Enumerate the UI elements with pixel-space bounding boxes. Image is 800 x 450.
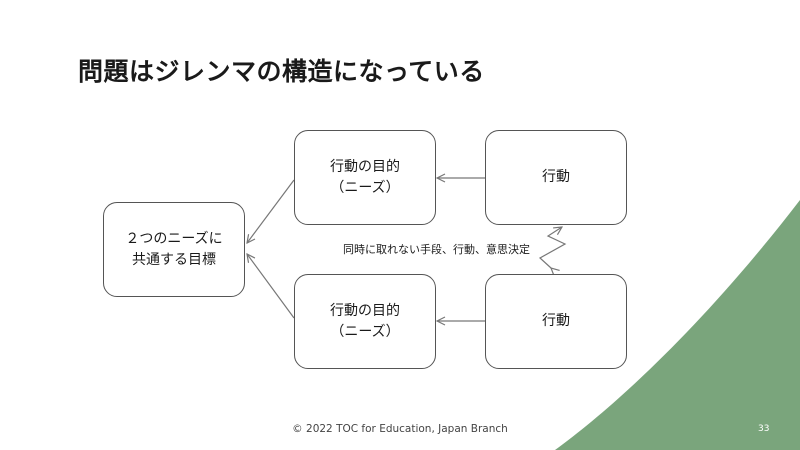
- need-box-top: 行動の目的 （ニーズ）: [294, 130, 436, 225]
- action-top-label: 行動: [542, 169, 570, 185]
- need-top-line-1: 行動の目的: [330, 158, 400, 175]
- conflict-label: 同時に取れない手段、行動、意思決定: [343, 243, 530, 256]
- page-number: 33: [758, 424, 770, 434]
- arrow-need-top-to-goal: [247, 179, 295, 243]
- need-box-bottom: 行動の目的 （ニーズ）: [294, 274, 436, 369]
- page-title: 問題はジレンマの構造になっている: [78, 57, 485, 86]
- need-bottom-line-1: 行動の目的: [330, 302, 400, 319]
- action-box-top: 行動: [485, 130, 627, 225]
- need-bottom-line-2: （ニーズ）: [330, 323, 400, 340]
- common-goal-box: ２つのニーズに 共通する目標: [103, 202, 245, 297]
- copyright-footer: © 2022 TOC for Education, Japan Branch: [292, 423, 508, 435]
- conflict-zigzag-arrow: [538, 227, 567, 268]
- action-bottom-label: 行動: [542, 313, 570, 329]
- action-box-bottom: 行動: [485, 274, 627, 369]
- need-top-line-2: （ニーズ）: [330, 179, 400, 196]
- goal-line-1: ２つのニーズに: [125, 230, 223, 247]
- corner-accent-shape: [555, 200, 800, 450]
- arrow-need-bottom-to-goal: [247, 254, 295, 319]
- goal-line-2: 共通する目標: [132, 251, 216, 268]
